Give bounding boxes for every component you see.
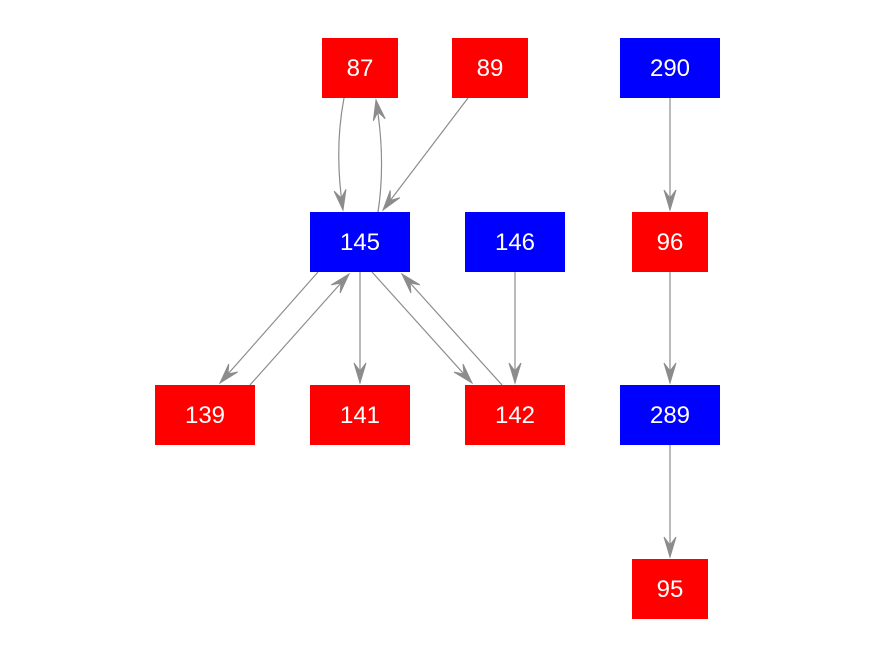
edge-89-to-145: [381, 97, 469, 212]
node-box: [465, 385, 565, 445]
edge-line: [382, 97, 469, 211]
edge-line: [375, 99, 383, 213]
node-87: 87: [322, 38, 398, 98]
edge-line: [219, 271, 319, 384]
arrowhead: [663, 189, 677, 212]
node-label: 139: [185, 402, 225, 429]
node-label: 146: [495, 229, 535, 256]
edge-line: [401, 273, 503, 386]
node-142: 142: [465, 385, 565, 445]
edges-layer: [218, 97, 677, 559]
edge-146-to-142: [508, 272, 522, 385]
node-box: [155, 385, 255, 445]
arrowhead: [372, 98, 386, 121]
node-290: 290: [620, 38, 720, 98]
node-145: 145: [310, 212, 410, 272]
arrowhead: [508, 362, 522, 385]
edge-289-to-95: [663, 445, 677, 559]
node-box: [632, 212, 708, 272]
node-box: [632, 559, 708, 619]
edge-145-to-139: [218, 271, 319, 385]
node-label: 145: [340, 229, 380, 256]
node-289: 289: [620, 385, 720, 445]
edge-line: [338, 97, 345, 211]
node-box: [620, 38, 720, 98]
node-box: [465, 212, 565, 272]
arrowhead: [330, 272, 351, 294]
edge-145-to-141: [353, 272, 367, 385]
node-box: [310, 385, 410, 445]
node-box: [620, 385, 720, 445]
edge-290-to-96: [663, 98, 677, 212]
arrowhead: [663, 536, 677, 559]
edge-line: [249, 273, 350, 386]
arrowhead: [381, 190, 401, 212]
node-label: 142: [495, 402, 535, 429]
node-label: 289: [650, 402, 690, 429]
node-146: 146: [465, 212, 565, 272]
edge-145-to-142: [371, 271, 474, 385]
node-89: 89: [452, 38, 528, 98]
arrowhead: [333, 189, 347, 212]
node-label: 96: [657, 229, 684, 256]
arrowhead: [353, 362, 367, 385]
arrowhead: [453, 363, 474, 385]
arrowhead: [663, 362, 677, 385]
edge-139-to-145: [249, 272, 351, 386]
node-box: [322, 38, 398, 98]
node-95: 95: [632, 559, 708, 619]
edge-142-to-145: [400, 272, 503, 386]
arrowhead: [218, 363, 238, 385]
edge-87-to-145: [333, 97, 347, 212]
node-box: [452, 38, 528, 98]
node-label: 89: [477, 55, 504, 82]
node-box: [310, 212, 410, 272]
node-label: 141: [340, 402, 380, 429]
node-label: 95: [657, 576, 684, 603]
node-139: 139: [155, 385, 255, 445]
edge-line: [371, 271, 473, 384]
node-label: 87: [347, 55, 374, 82]
arrowhead: [400, 272, 421, 294]
edge-96-to-289: [663, 272, 677, 385]
node-label: 290: [650, 55, 690, 82]
nodes-layer: 87 89 290 145 146 96 139 141 142 289 95: [155, 38, 720, 619]
node-141: 141: [310, 385, 410, 445]
edge-145-to-87: [372, 98, 386, 213]
node-96: 96: [632, 212, 708, 272]
